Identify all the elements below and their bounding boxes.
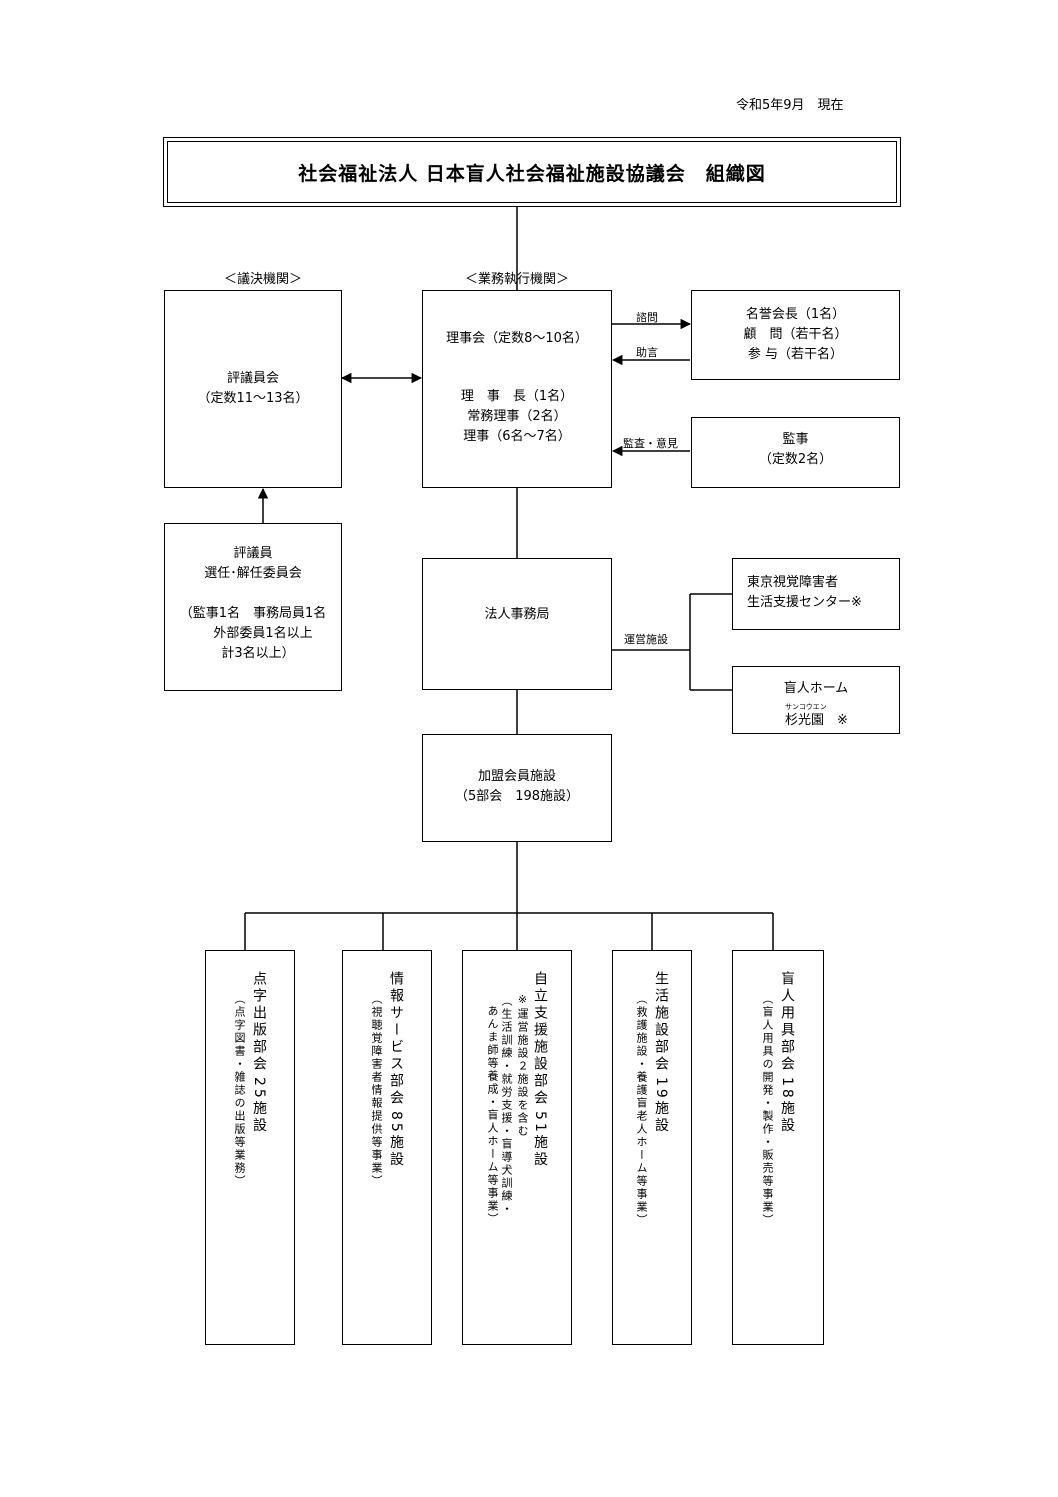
auditor-box: 監事 （定数2名）	[691, 417, 900, 488]
council-box: 評議員会 （定数11～13名）	[164, 290, 342, 488]
auditor-name: 監事	[782, 432, 809, 447]
committee-line4: 外部委員1名以上	[213, 626, 313, 641]
division-independence-note: ※運営施設２施設を含む	[516, 993, 529, 1138]
division-independence-box: あんま師等養成・盲人ホーム等事業） （生活訓練・就労支援・盲導犬訓練・ ※運営施…	[462, 950, 572, 1345]
audit-label: 監査・意見	[623, 437, 678, 450]
honorary-counselor: 参 与（若干名）	[747, 347, 844, 362]
division-living-name: 生活施設部会	[653, 971, 669, 1073]
facility-home-box: 盲人ホーム サンコウエン 杉光園 ※	[732, 666, 900, 734]
board-executive-directors: 常務理事（2名）	[467, 409, 567, 424]
division-independence-count: 51施設	[532, 1111, 548, 1169]
division-info-desc: （視聴覚障害者情報提供等事業）	[370, 993, 383, 1188]
division-equipment-name: 盲人用具部会	[779, 971, 795, 1073]
member-facilities-count: （5部会 198施設）	[454, 789, 580, 804]
operation-label: 運営施設	[624, 633, 668, 646]
division-independence-desc: （生活訓練・就労支援・盲導犬訓練・	[500, 995, 513, 1216]
board-line1: 理事会（定数8～10名）	[446, 331, 588, 346]
facility-tokyo-line2: 生活支援センター※	[747, 595, 862, 610]
division-living-box: （救護施設・養護盲老人ホーム等事業） 生活施設部会 19施設	[612, 950, 692, 1345]
division-info-box: （視聴覚障害者情報提供等事業） 情報サービス部会 85施設	[342, 950, 432, 1345]
page-title: 社会福祉法人 日本盲人社会福祉施設協議会 組織図	[167, 141, 897, 203]
member-facilities-box: 加盟会員施設 （5部会 198施設）	[422, 734, 612, 842]
division-info-name: 情報サービス部会	[388, 971, 404, 1107]
board-chair: 理 事 長（1名）	[460, 389, 574, 404]
division-braille-count: 25施設	[251, 1077, 267, 1135]
title-box: 社会福祉法人 日本盲人社会福祉施設協議会 組織図	[163, 137, 901, 207]
auditor-quota: （定数2名）	[758, 452, 833, 467]
committee-line1: 評議員	[233, 546, 273, 561]
facility-home-ruby: サンコウエン	[785, 703, 827, 711]
secretariat-box: 法人事務局	[422, 558, 612, 690]
division-equipment-box: （盲人用具の開発・製作・販売等事業） 盲人用具部会 18施設	[732, 950, 824, 1345]
division-independence-name: 自立支援施設部会	[532, 971, 548, 1107]
division-info-count: 85施設	[388, 1111, 404, 1169]
honorary-advisor: 顧 問（若干名）	[743, 327, 848, 342]
committee-line2: 選任･解任委員会	[204, 566, 302, 581]
facility-tokyo-box: 東京視覚障害者 生活支援センター※	[732, 558, 900, 630]
election-committee-box: 評議員 選任･解任委員会 （監事1名 事務局員1名 外部委員1名以上 計3名以上…	[164, 523, 342, 691]
facility-tokyo-line1: 東京視覚障害者	[747, 575, 839, 590]
date-label: 令和5年9月 現在	[736, 98, 844, 113]
board-directors: 理事（6名～7名）	[463, 429, 571, 444]
executive-section-label: ＜業務執行機関＞	[464, 272, 569, 287]
deliberative-section-label: ＜議決機関＞	[223, 272, 302, 287]
division-living-desc: （救護施設・養護盲老人ホーム等事業）	[635, 993, 648, 1227]
honorary-chair: 名誉会長（1名）	[745, 307, 846, 322]
honorary-box: 名誉会長（1名） 顧 問（若干名） 参 与（若干名）	[691, 290, 900, 380]
division-braille-name: 点字出版部会	[251, 971, 267, 1073]
facility-home-line1: 盲人ホーム	[783, 681, 849, 696]
facility-home-name: 杉光園 ※	[785, 713, 848, 728]
council-name: 評議員会	[226, 371, 279, 386]
division-living-count: 19施設	[653, 1077, 669, 1135]
member-facilities-name: 加盟会員施設	[477, 769, 556, 784]
division-braille-box: （点字図書・雑誌の出版等業務） 点字出版部会 25施設	[205, 950, 295, 1345]
secretariat-name: 法人事務局	[484, 607, 550, 622]
committee-line5: 計3名以上）	[221, 646, 295, 661]
advice-label: 助言	[636, 346, 658, 359]
division-braille-desc: （点字図書・雑誌の出版等業務）	[233, 993, 246, 1188]
committee-line3: （監事1名 事務局員1名	[179, 606, 327, 621]
consult-label: 諮問	[636, 311, 658, 324]
board-box: 理事会（定数8～10名） 理 事 長（1名） 常務理事（2名） 理事（6名～7名…	[422, 290, 612, 488]
council-quota: （定数11～13名）	[197, 391, 309, 406]
division-equipment-count: 18施設	[779, 1077, 795, 1135]
division-equipment-desc: （盲人用具の開発・製作・販売等事業）	[761, 993, 774, 1227]
division-independence-desc2: あんま師等養成・盲人ホーム等事業）	[486, 1005, 499, 1226]
